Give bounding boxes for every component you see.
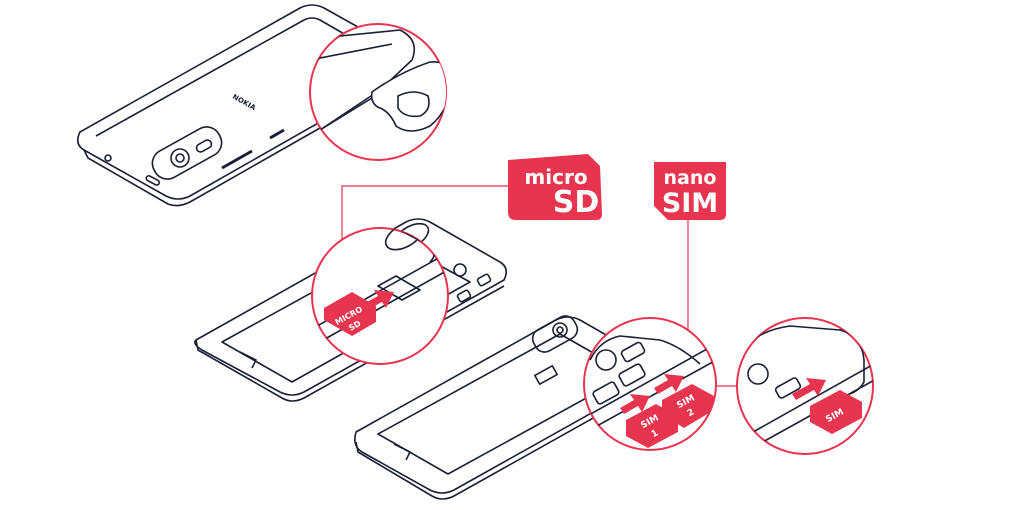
- zoom-circle-sd-slot: [311, 227, 449, 365]
- phone-back-view: [76, 4, 393, 207]
- nanosim-badge: nano SIM: [654, 162, 726, 220]
- microsd-card: [324, 292, 376, 336]
- nano-sim-card-single: [810, 390, 862, 434]
- microsd-badge: micro SD: [508, 154, 602, 220]
- nanosim-badge-text-sim: SIM: [662, 188, 718, 219]
- nanosim-badge-text-nano: nano: [664, 167, 717, 189]
- microsd-badge-text-micro: micro: [524, 165, 587, 189]
- fingertip-icon: [370, 61, 446, 132]
- arrow-icon-sim1: [620, 394, 650, 414]
- camera-module: [151, 126, 223, 180]
- sim2-card-label-line2: 2: [686, 407, 696, 419]
- sim1-card-label-line2: 1: [650, 428, 660, 440]
- zoom-circle-single-sim-slot: [736, 317, 874, 455]
- zoom-circle-cover-removal: [309, 23, 447, 161]
- arrow-icon-sim2: [654, 374, 684, 394]
- arrow-icon-single-sim: [792, 378, 826, 400]
- zoom-circle-dual-sim-slots: [583, 317, 717, 451]
- microsd-badge-text-sd: SD: [553, 185, 600, 220]
- nano-sim-card-1: [626, 404, 678, 448]
- phone-brand-logo: NOKIA: [231, 93, 257, 113]
